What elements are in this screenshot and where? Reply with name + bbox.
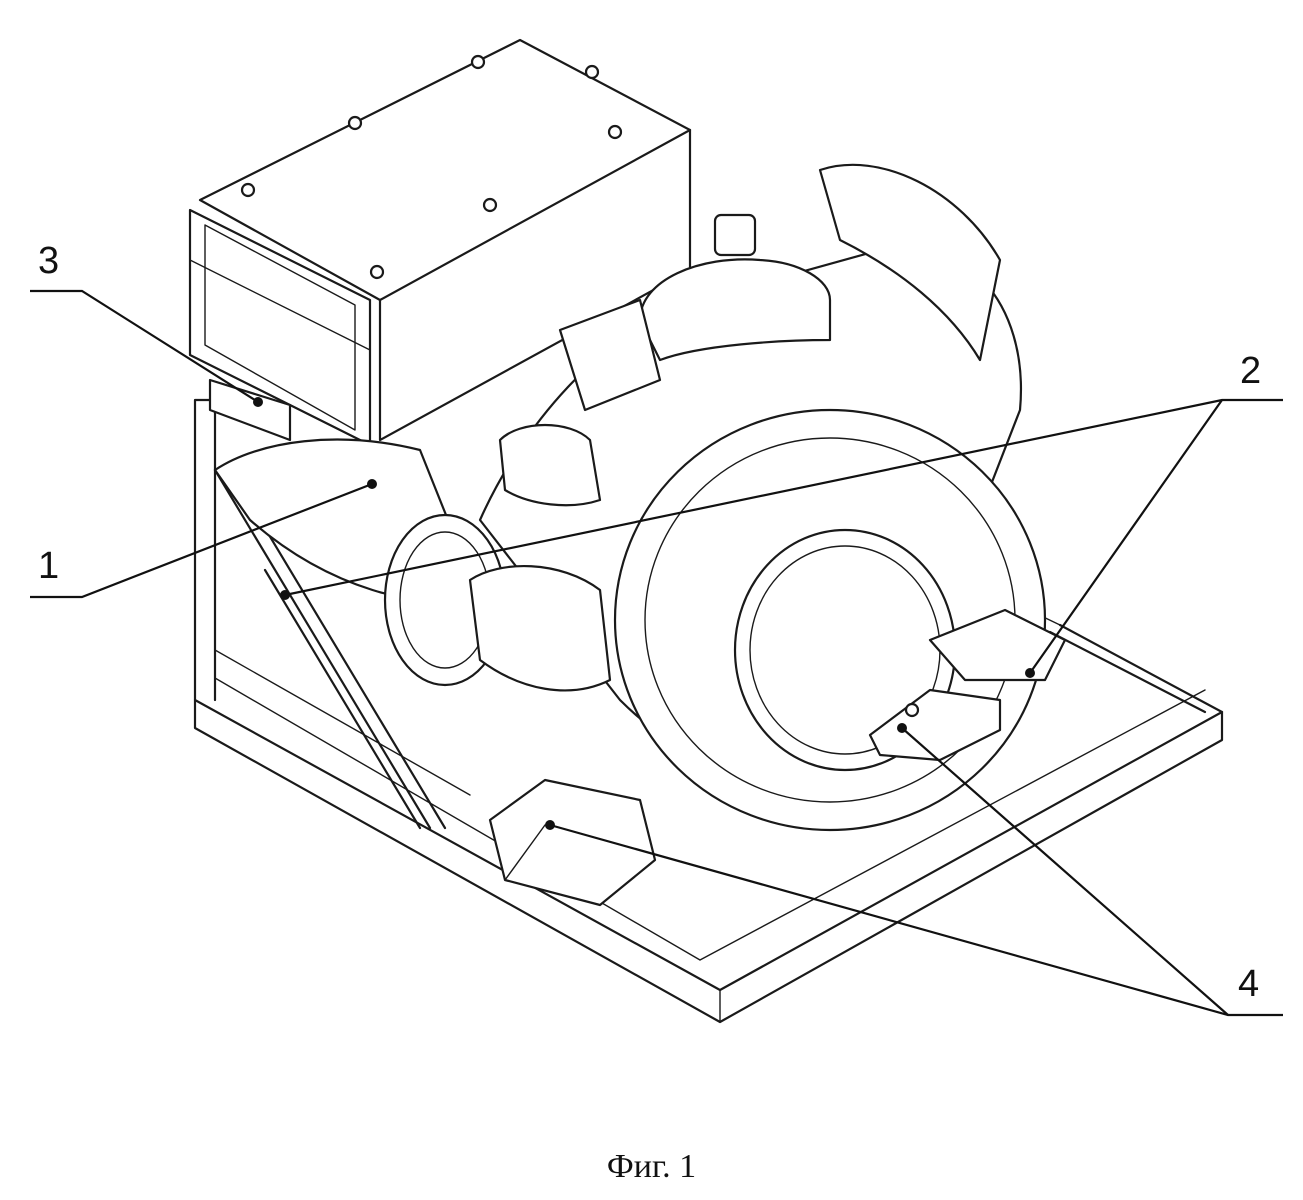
leader-lines	[30, 289, 1283, 1017]
figure-caption: Фиг. 1	[606, 1148, 697, 1185]
callout-label-4: 4	[1238, 963, 1260, 1005]
engine-mounts	[488, 608, 1067, 907]
callout-label-1: 1	[38, 545, 60, 587]
callout-label-3: 3	[38, 240, 60, 282]
alternator-housing	[213, 438, 507, 687]
cable-box	[188, 38, 692, 447]
callout-label-2: 2	[1240, 350, 1262, 392]
